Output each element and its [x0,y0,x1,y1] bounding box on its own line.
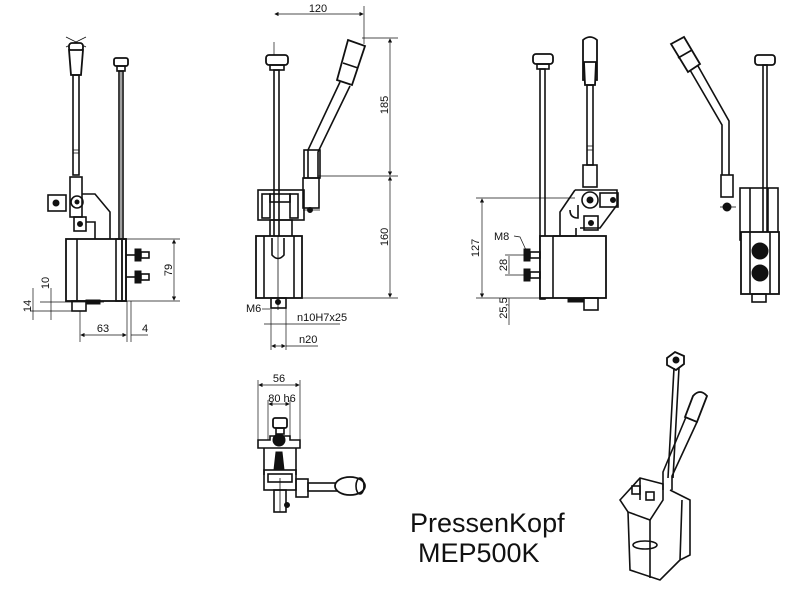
rear-view [669,35,780,303]
shank-diameter: n20 [299,334,317,346]
side-view-left: 79 14 10 63 4 [22,36,180,342]
dim-14: 14 [22,300,34,312]
thread-m8: M8 [494,231,509,243]
dim-28: 28 [498,259,510,271]
dim-160: 160 [379,228,391,246]
model-number: MEP500K [418,538,540,568]
dim-79: 79 [163,264,175,276]
front-view: 120 185 160 M6 n10H7x25 n20 [246,3,398,350]
dim-10: 10 [40,277,52,289]
dim-185: 185 [379,96,391,114]
dim-127: 127 [470,239,482,257]
dim-63: 63 [97,323,109,335]
dim-4: 4 [142,323,148,335]
isometric-view [618,350,709,581]
bore-tolerance: n10H7x25 [297,312,347,324]
side-view-right: 127 M8 28 25,5 [470,36,619,325]
drawing-title: PressenKopf [410,508,565,538]
top-view: 56 80 h6 [257,373,366,513]
dim-120: 120 [309,3,327,15]
thread-m6: M6 [246,303,261,315]
dim-80h6: 80 h6 [268,393,296,405]
dim-25-5: 25,5 [498,297,510,318]
dim-56: 56 [273,373,285,385]
